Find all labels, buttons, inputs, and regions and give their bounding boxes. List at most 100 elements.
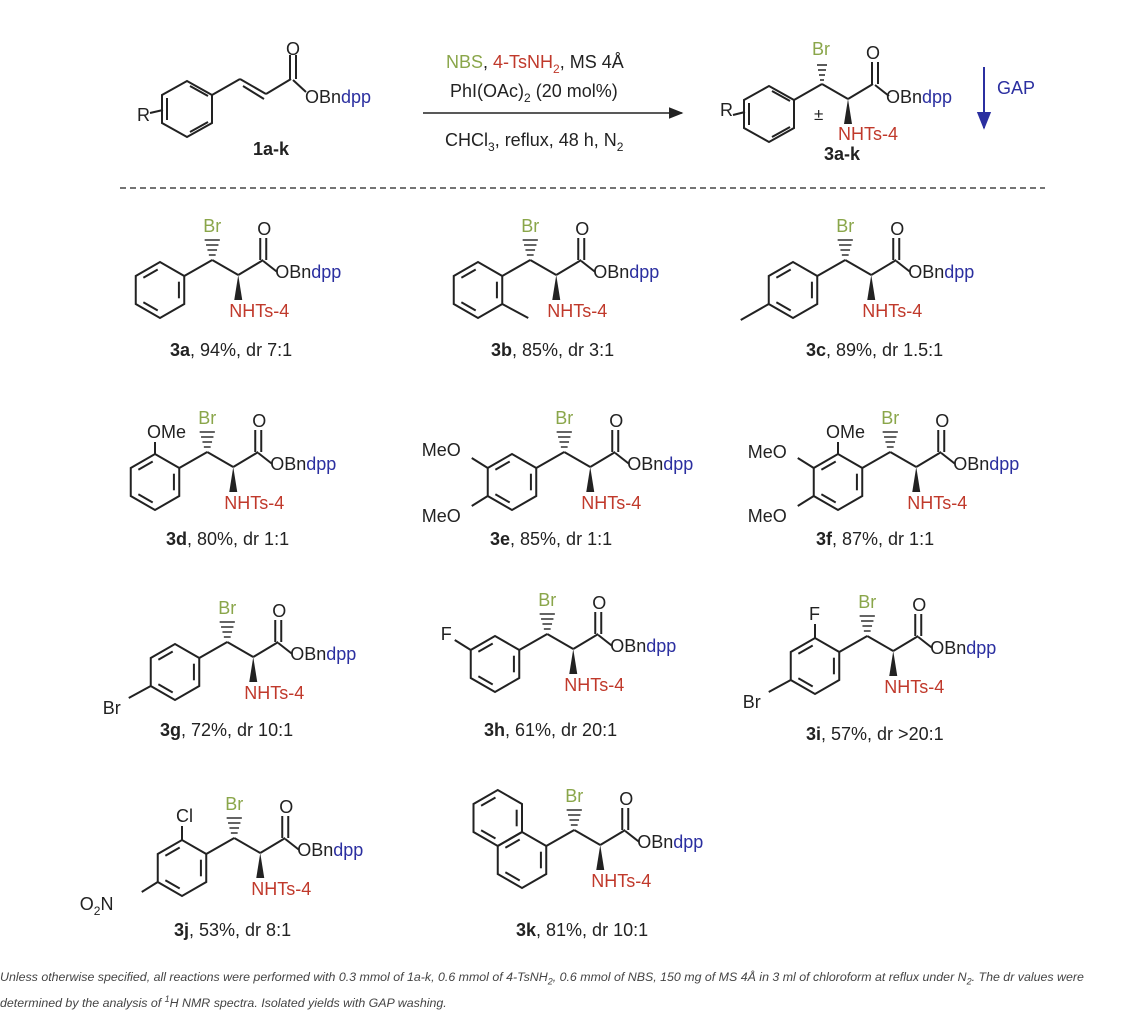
carbonyl-o-label-3j: O [279,797,293,817]
ester-label-3c: OBndpp [908,262,974,282]
product-carbonyl-o: O [866,43,880,63]
carbonyl-o-label-3e: O [609,411,623,431]
ester-label-3a: OBndpp [275,262,341,282]
ome-label-3f: OMe [826,422,865,442]
sm-ester-label: OBndpp [305,87,371,107]
caption-3e: 3e, 85%, dr 1:1 [490,529,613,549]
caption-3c: 3c, 89%, dr 1.5:1 [806,340,944,360]
product-wedge-bond [844,99,852,124]
carbonyl-o-label-3i: O [912,595,926,615]
sm-compound-id: 1a-k [253,139,290,159]
br-sub-label-3i: Br [743,692,761,712]
meo-label-3e-b: MeO [422,506,461,526]
carbonyl-o-label-3d: O [252,411,266,431]
br-label-3b: Br [521,216,539,236]
product-compound-id: 3a-k [824,144,861,164]
br-label-3e: Br [555,408,573,428]
conditions-line2: PhI(OAc)2 (20 mol%) [450,81,618,105]
nhts-label-3i: NHTs-4 [884,677,944,697]
ester-label-3k: OBndpp [637,832,703,852]
br-label-3f: Br [881,408,899,428]
caption-3h: 3h, 61%, dr 20:1 [484,720,618,740]
br-label-3d: Br [198,408,216,428]
conditions-line1: NBS, 4-TsNH2, MS 4Å [446,52,624,76]
reaction-scheme: O R OBndpp 1a-k NBS, 4-TsNH2, MS 4Å PhI(… [80,39,1045,918]
sm-ester-dpp: dpp [341,87,371,107]
cl-label-3j: Cl [176,806,193,826]
meo-label-3f-b: MeO [748,506,787,526]
br-label-3h: Br [538,590,556,610]
ester-label-3i: OBndpp [930,638,996,658]
carbonyl-o-label-3f: O [935,411,949,431]
carbonyl-o-label-3k: O [619,789,633,809]
carbonyl-o-label-3h: O [592,593,606,613]
br-label-3j: Br [225,794,243,814]
gap-label: GAP [997,78,1035,98]
caption-3j: 3j, 53%, dr 8:1 [174,920,292,940]
caption-3a: 3a, 94%, dr 7:1 [170,340,293,360]
meo-label-3f-a: MeO [748,442,787,462]
ester-label-3h: OBndpp [610,636,676,656]
caption-3i: 3i, 57%, dr >20:1 [806,724,944,744]
sm-r-group: R [137,105,150,125]
product-ester-label: OBndpp [886,87,952,107]
product-structure [732,62,890,144]
meo-label-3e-a: MeO [422,440,461,460]
cond-nbs: NBS [446,52,483,72]
br-label-3a: Br [203,216,221,236]
br-label-3c: Br [836,216,854,236]
nhts-label-3b: NHTs-4 [547,301,607,321]
br-label-3g: Br [218,598,236,618]
f-label-3i: F [809,604,820,624]
sm-carbonyl-o: O [286,39,300,59]
carbonyl-o-label-3b: O [575,219,589,239]
ester-label-3d: OBndpp [270,454,336,474]
br-label-3k: Br [565,786,583,806]
sm-ester-obn: OBn [305,87,341,107]
ester-label-3j: OBndpp [297,840,363,860]
br-label-3i: Br [858,592,876,612]
nhts-label-3c: NHTs-4 [862,301,922,321]
product-br: Br [812,39,830,59]
product-r-group: R [720,100,733,120]
product-hash-bond [817,64,827,81]
br-sub-label-3g: Br [103,698,121,718]
carbonyl-o-label-3g: O [272,601,286,621]
product-nhts: NHTs-4 [838,124,898,144]
ester-label-3e: OBndpp [627,454,693,474]
caption-3f: 3f, 87%, dr 1:1 [816,529,935,549]
nhts-label-3d: NHTs-4 [224,493,284,513]
cond-tsnh2: 4-TsNH [493,52,553,72]
caption-3d: 3d, 80%, dr 1:1 [166,529,290,549]
f-label-3h: F [441,624,452,644]
caption-3b: 3b, 85%, dr 3:1 [491,340,615,360]
ester-label-3b: OBndpp [593,262,659,282]
no2-label-3j: O2N [80,894,114,918]
ester-label-3g: OBndpp [290,644,356,664]
ester-label-3f: OBndpp [953,454,1019,474]
ome-label-3d: OMe [147,422,186,442]
nhts-label-3e: NHTs-4 [581,493,641,513]
nhts-label-3f: NHTs-4 [907,493,967,513]
nhts-label-3g: NHTs-4 [244,683,304,703]
caption-3k: 3k, 81%, dr 10:1 [516,920,649,940]
nhts-label-3a: NHTs-4 [229,301,289,321]
nhts-label-3h: NHTs-4 [564,675,624,695]
carbonyl-o-label-3c: O [890,219,904,239]
conditions-line3: CHCl3, reflux, 48 h, N2 [445,130,624,154]
starting-material-structure [149,55,307,139]
carbonyl-o-label-3a: O [257,219,271,239]
caption-3g: 3g, 72%, dr 10:1 [160,720,294,740]
product-racemic-sign: ± [814,105,823,124]
